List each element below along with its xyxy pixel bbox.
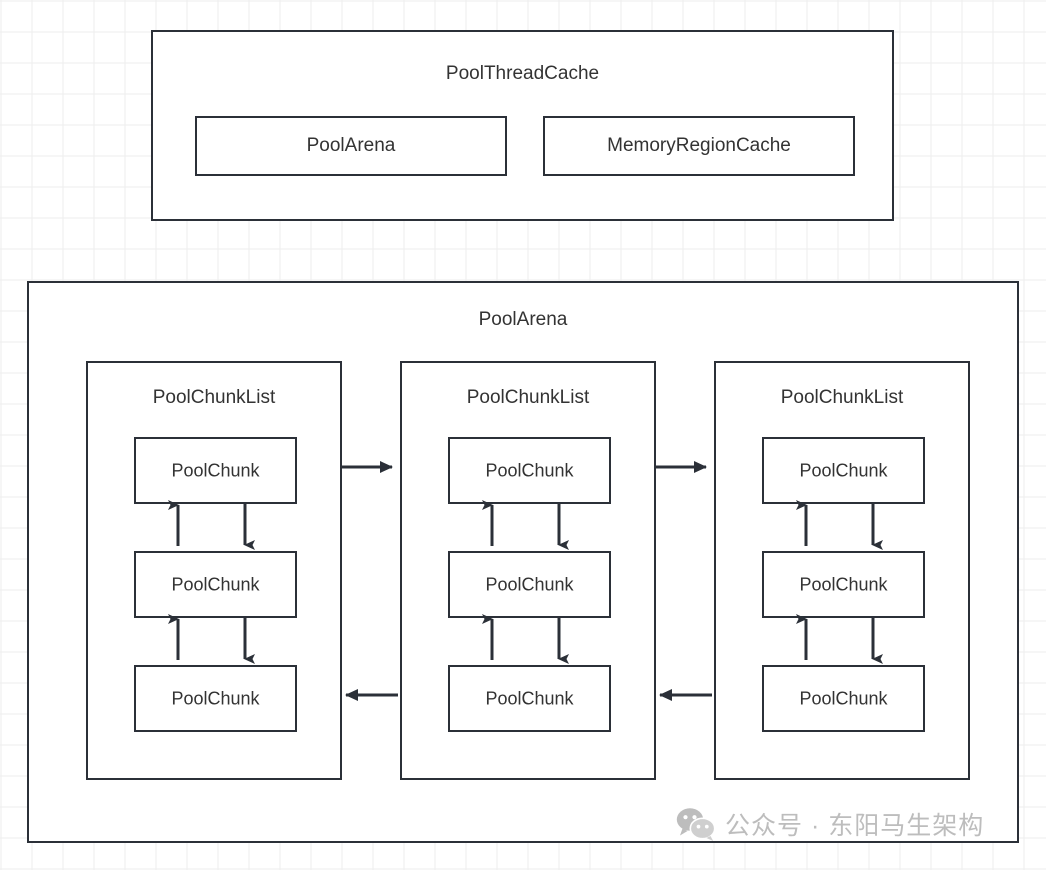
thread-cache-pool-arena-label: PoolArena: [306, 135, 396, 156]
pool-chunk-2-1: PoolChunk: [762, 551, 925, 618]
pool-chunk-2-2-label: PoolChunk: [799, 688, 888, 708]
pool-chunk-list-1: PoolChunkList PoolChunk PoolChunk PoolCh…: [400, 361, 656, 780]
watermark-text: 公众号 · 东阳马生架构: [725, 812, 985, 840]
pool-chunk-2-1-label: PoolChunk: [799, 574, 888, 594]
pool-chunk-list-2: PoolChunkList PoolChunk PoolChunk PoolCh…: [714, 361, 970, 780]
pool-thread-cache-box: PoolThreadCache PoolArena MemoryRegionCa…: [151, 30, 894, 221]
pool-chunk-list-0: PoolChunkList PoolChunk PoolChunk PoolCh…: [86, 361, 342, 780]
pool-chunk-0-1-label: PoolChunk: [171, 574, 260, 594]
pool-chunk-1-2: PoolChunk: [448, 665, 611, 732]
watermark: 公众号 · 东阳马生架构: [676, 806, 984, 842]
pool-chunk-1-0-label: PoolChunk: [485, 460, 574, 480]
pool-chunk-0-0: PoolChunk: [134, 437, 297, 504]
memory-region-cache-box: MemoryRegionCache: [543, 116, 855, 176]
pool-chunk-1-0: PoolChunk: [448, 437, 611, 504]
pool-chunk-list-2-title: PoolChunkList: [780, 387, 904, 408]
wechat-icon: [676, 807, 716, 841]
pool-thread-cache-title: PoolThreadCache: [445, 63, 600, 84]
pool-chunk-1-1-label: PoolChunk: [485, 574, 574, 594]
pool-chunk-0-2: PoolChunk: [134, 665, 297, 732]
pool-chunk-0-1: PoolChunk: [134, 551, 297, 618]
pool-chunk-list-0-title: PoolChunkList: [152, 387, 276, 408]
memory-region-cache-label: MemoryRegionCache: [607, 135, 791, 156]
pool-chunk-2-0-label: PoolChunk: [799, 460, 888, 480]
pool-chunk-2-0: PoolChunk: [762, 437, 925, 504]
thread-cache-pool-arena-box: PoolArena: [195, 116, 507, 176]
pool-arena-title: PoolArena: [478, 309, 568, 330]
pool-chunk-0-2-label: PoolChunk: [171, 688, 260, 708]
pool-chunk-0-0-label: PoolChunk: [171, 460, 260, 480]
pool-chunk-list-1-title: PoolChunkList: [466, 387, 590, 408]
pool-chunk-2-2: PoolChunk: [762, 665, 925, 732]
pool-chunk-1-2-label: PoolChunk: [485, 688, 574, 708]
pool-arena-box: PoolArena PoolChunkList PoolChunk PoolCh…: [27, 281, 1019, 843]
pool-chunk-1-1: PoolChunk: [448, 551, 611, 618]
